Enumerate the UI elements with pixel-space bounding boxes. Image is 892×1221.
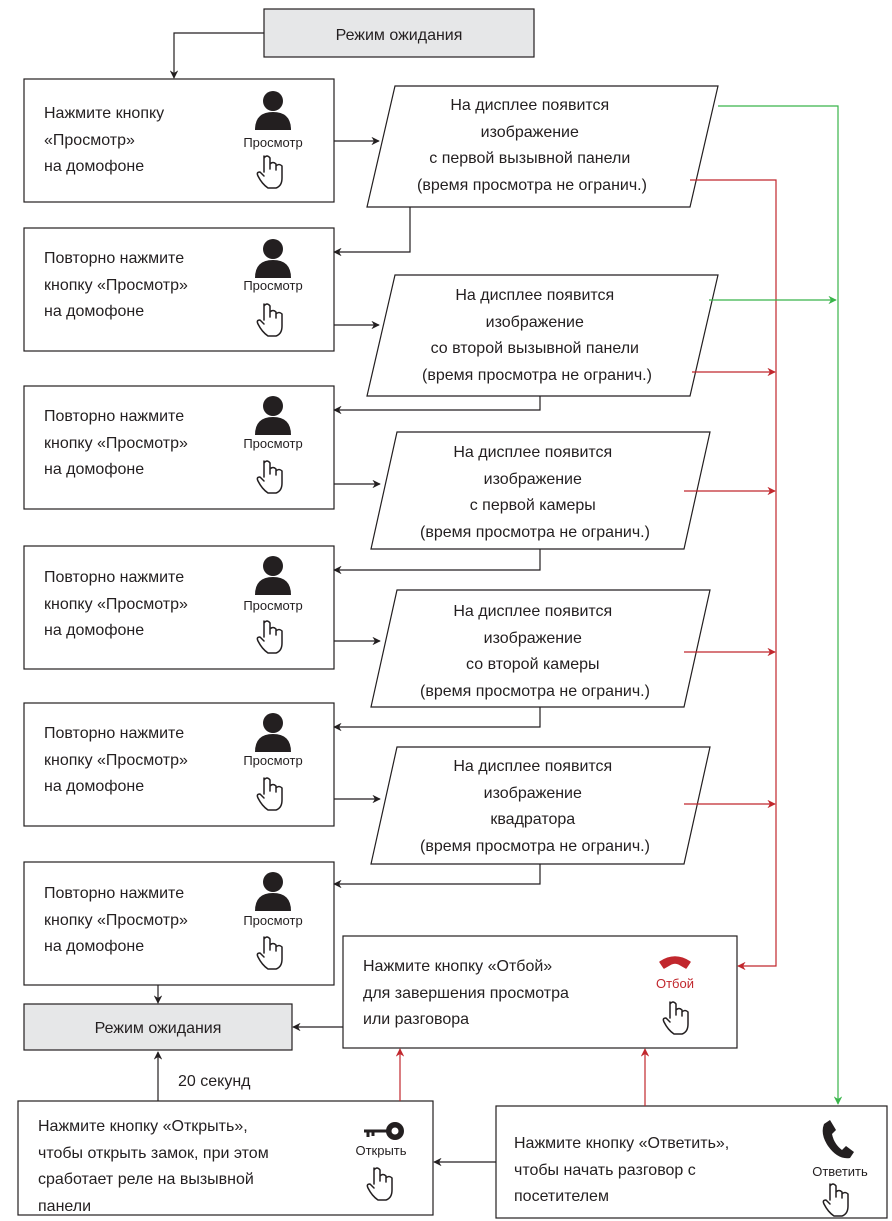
pointing-hand-icon xyxy=(366,1167,393,1201)
view-button-label: Просмотр xyxy=(243,278,302,293)
pointing-hand-icon xyxy=(256,777,283,811)
key-icon xyxy=(364,1122,404,1140)
hangup-box: Нажмите кнопку «Отбой» для завершения пр… xyxy=(342,935,738,1049)
person-icon xyxy=(255,713,291,752)
svg-text:На дисплее появится изоб: На дисплее появится изображение со второ… xyxy=(422,287,652,384)
action-box-repeat-5: Повторно нажмите кнопку «Просмотр» на до… xyxy=(23,861,335,986)
green-connectors xyxy=(709,105,843,1105)
pointing-hand-icon xyxy=(256,460,283,494)
hangup-button-label: Отбой xyxy=(656,976,694,991)
pointing-hand-icon xyxy=(662,1001,689,1035)
person-icon xyxy=(255,91,291,130)
display-box-5: На дисплее появится изображение квадрато… xyxy=(370,746,711,865)
display-box-1: На дисплее появится изображение с первой… xyxy=(366,85,719,208)
arrows-display-to-next xyxy=(333,207,541,889)
display-box-3: На дисплее появится изображение с первой… xyxy=(370,431,711,550)
phone-hangup-icon xyxy=(659,956,691,969)
display-box-2: На дисплее появится изображение со второ… xyxy=(366,274,719,397)
action-box-repeat-3: Повторно нажмите кнопку «Просмотр» на до… xyxy=(23,545,335,670)
open-button-label: Открыть xyxy=(355,1143,406,1158)
svg-text:Повторно нажмите кнопку: Повторно нажмите кнопку «Просмотр» на до… xyxy=(44,885,192,955)
standby-top: Режим ожидания xyxy=(263,8,535,58)
action-box-start: Нажмите кнопку «Просмотр» на домофоне Пр… xyxy=(23,78,335,203)
svg-text:На дисплее появится изоб: На дисплее появится изображение со второ… xyxy=(420,603,650,700)
svg-text:На дисплее появится изоб: На дисплее появится изображение с первой… xyxy=(420,444,650,541)
view-button-label: Просмотр xyxy=(243,598,302,613)
svg-text:Повторно нажмите кнопку: Повторно нажмите кнопку «Просмотр» на до… xyxy=(44,408,192,478)
display-box-4: На дисплее появится изображение со второ… xyxy=(370,589,711,708)
start-text: Нажмите кнопку «Просмотр» на домофоне xyxy=(44,105,169,175)
standby-top-label: Режим ожидания xyxy=(336,27,463,44)
phone-answer-icon xyxy=(822,1120,854,1159)
svg-text:На дисплее появится изоб: На дисплее появится изображение с первой… xyxy=(417,97,647,194)
standby-bottom: Режим ожидания xyxy=(23,1003,293,1051)
person-icon xyxy=(255,872,291,911)
svg-text:Нажмите кнопку «Отбой» д: Нажмите кнопку «Отбой» для завершения пр… xyxy=(363,958,573,1028)
arrow-standby-to-start xyxy=(169,32,264,79)
answer-button-label: Ответить xyxy=(812,1164,868,1179)
person-icon xyxy=(255,396,291,435)
standby-bottom-label: Режим ожидания xyxy=(95,1020,222,1037)
action-box-repeat-1: Повторно нажмите кнопку «Просмотр» на до… xyxy=(23,227,335,352)
svg-text:Повторно нажмите кнопку: Повторно нажмите кнопку «Просмотр» на до… xyxy=(44,250,192,320)
pointing-hand-icon xyxy=(256,155,283,189)
view-button-label: Просмотр xyxy=(243,436,302,451)
action-box-repeat-2: Повторно нажмите кнопку «Просмотр» на до… xyxy=(23,385,335,510)
view-button-label: Просмотр xyxy=(243,753,302,768)
svg-text:Повторно нажмите кнопку: Повторно нажмите кнопку «Просмотр» на до… xyxy=(44,725,192,795)
pointing-hand-icon xyxy=(256,620,283,654)
view-button-label: Просмотр xyxy=(243,135,302,150)
open-box: Нажмите кнопку «Открыть», чтобы открыть … xyxy=(17,1100,434,1216)
answer-box: Нажмите кнопку «Ответить», чтобы начать … xyxy=(495,1105,888,1219)
pointing-hand-icon xyxy=(256,936,283,970)
arrows-action-to-display xyxy=(334,136,381,804)
person-icon xyxy=(255,239,291,278)
pointing-hand-icon xyxy=(256,303,283,337)
red-connectors xyxy=(395,179,777,1106)
svg-text:Повторно нажмите кнопку: Повторно нажмите кнопку «Просмотр» на до… xyxy=(44,569,192,639)
svg-text:Нажмите кнопку «Ответить»,: Нажмите кнопку «Ответить», чтобы начать … xyxy=(514,1135,734,1205)
svg-text:На дисплее появится изоб: На дисплее появится изображение квадрато… xyxy=(420,758,650,855)
view-button-label: Просмотр xyxy=(243,913,302,928)
person-icon xyxy=(255,556,291,595)
action-box-repeat-4: Повторно нажмите кнопку «Просмотр» на до… xyxy=(23,702,335,827)
pointing-hand-icon xyxy=(822,1183,849,1217)
svg-text:Нажмите кнопку «Открыть»,: Нажмите кнопку «Открыть», чтобы открыть … xyxy=(38,1118,273,1215)
timer-label: 20 секунд xyxy=(178,1073,251,1090)
